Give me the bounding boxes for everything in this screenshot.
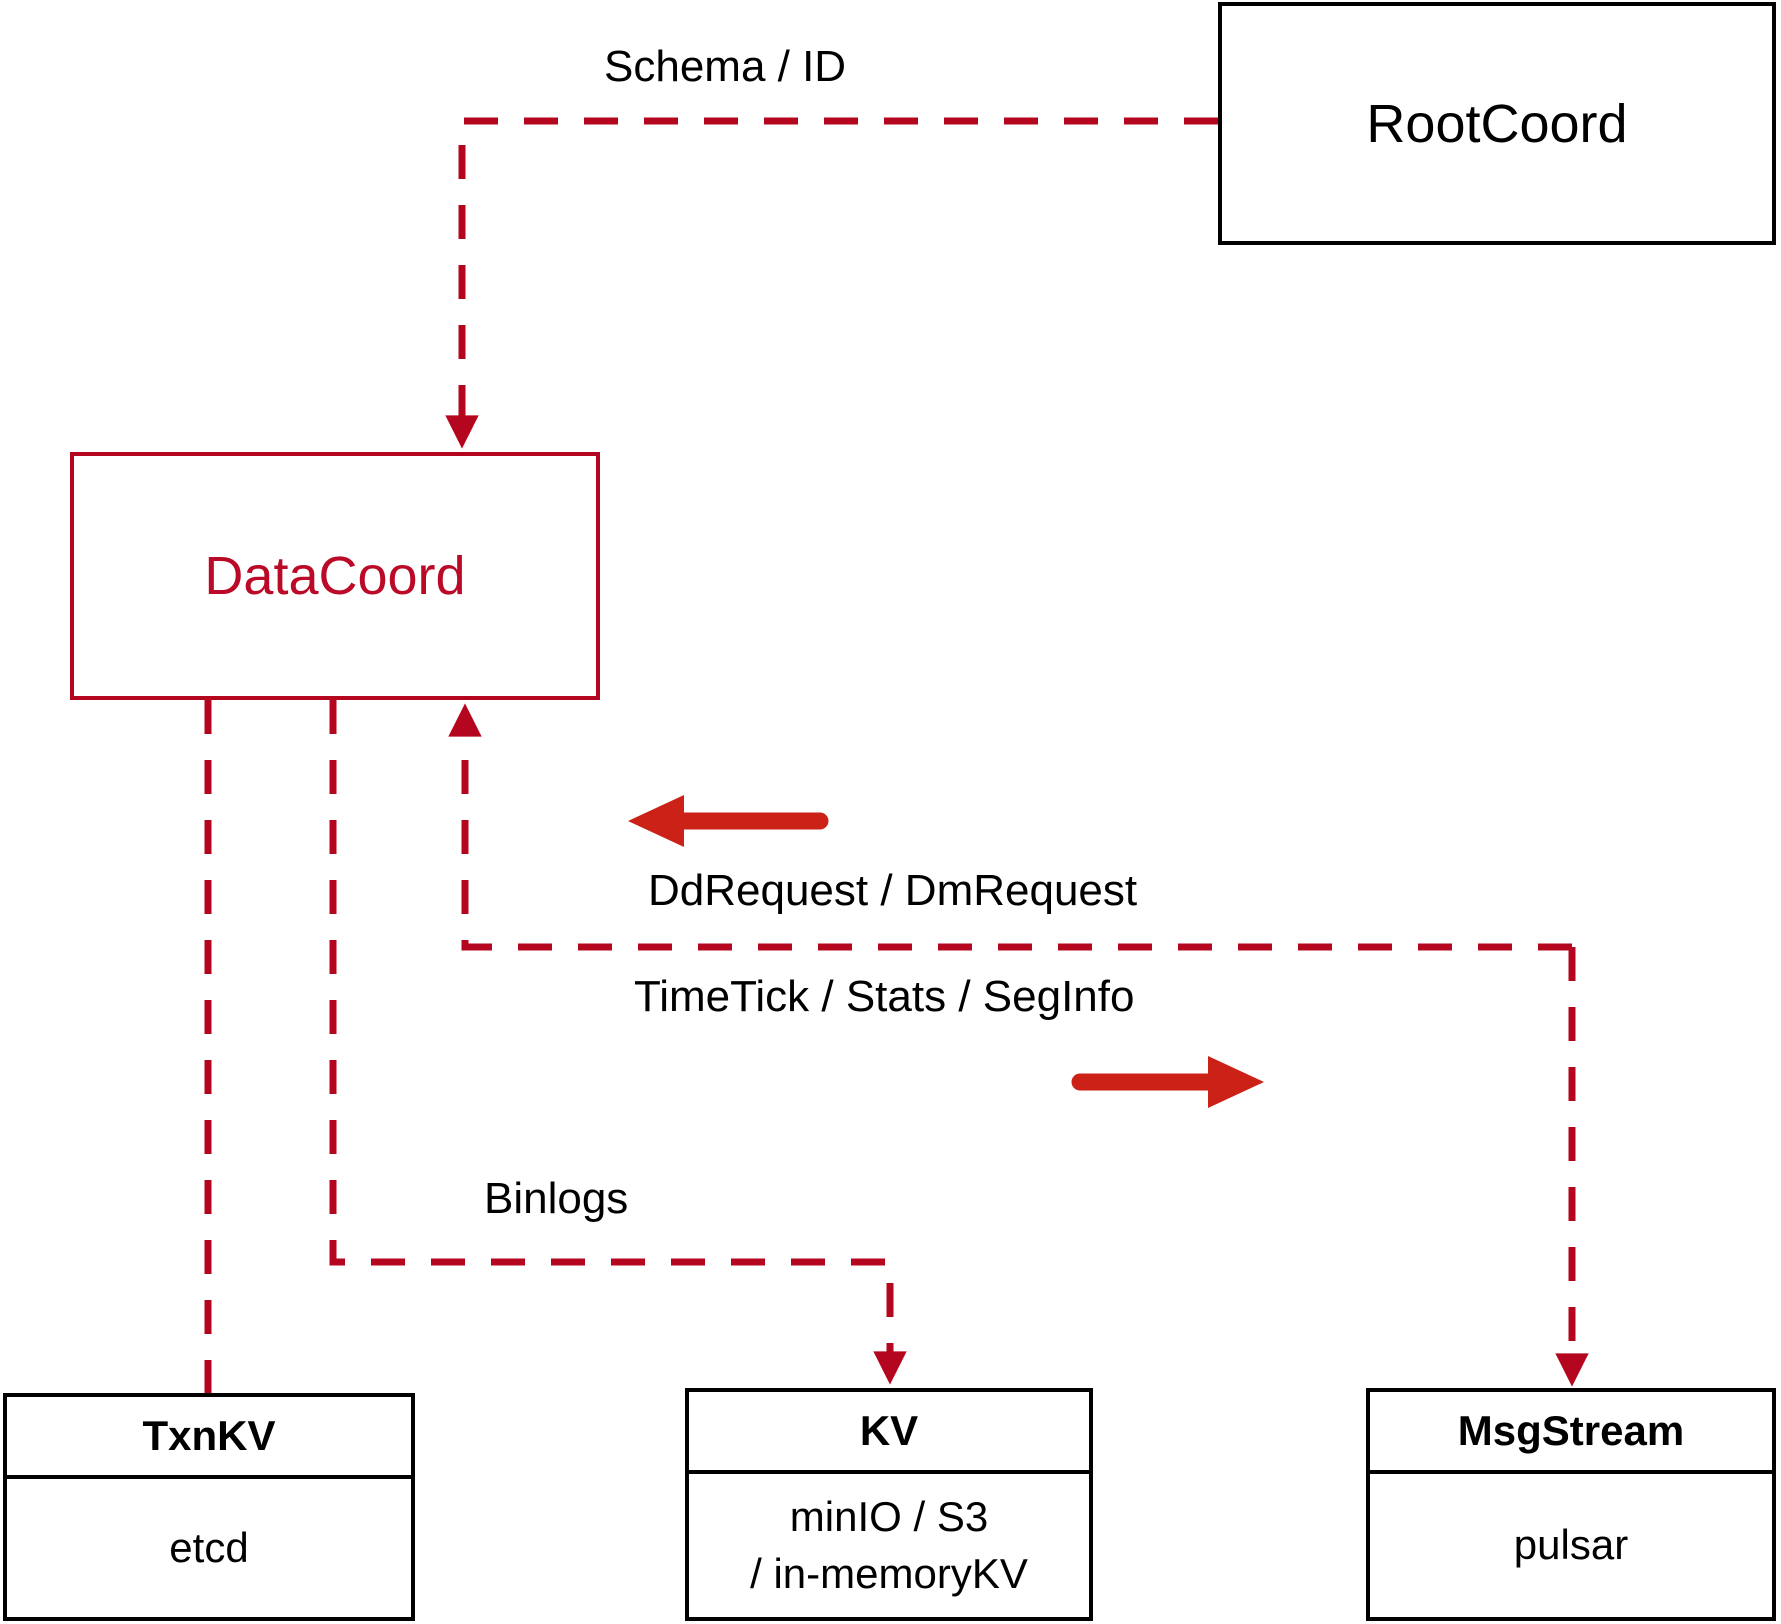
node-txnkv-header: TxnKV [7,1397,411,1479]
node-rootcoord-label: RootCoord [1366,93,1628,154]
node-kv-body: minIO / S3 / in-memoryKV [689,1474,1089,1617]
left-arrow-icon [628,795,829,847]
edge-label-timetick-stats-seginfo: TimeTick / Stats / SegInfo [634,972,1135,1021]
node-kv-body-line-1: minIO / S3 [789,1492,989,1540]
node-txnkv[interactable]: TxnKV etcd [3,1393,415,1621]
node-datacoord[interactable]: DataCoord [70,452,600,700]
edge-schema-id-line [445,117,1218,449]
node-msgstream-body-line-1: pulsar [1513,1521,1629,1569]
edge-binlogs-line [329,700,907,1385]
node-msgstream-header: MsgStream [1370,1392,1772,1474]
node-txnkv-body: etcd [7,1479,411,1617]
node-kv-body-line-2: / in-memoryKV [750,1549,1028,1597]
node-txnkv-body-line-1: etcd [169,1523,249,1571]
node-msgstream-body: pulsar [1370,1474,1772,1617]
node-kv-header: KV [689,1392,1089,1474]
edge-label-ddrequest-dmrequest: DdRequest / DmRequest [648,866,1138,915]
edge-label-schema-id: Schema / ID [604,42,847,91]
node-kv[interactable]: KV minIO / S3 / in-memoryKV [685,1388,1093,1621]
node-datacoord-label: DataCoord [204,546,466,606]
node-msgstream[interactable]: MsgStream pulsar [1366,1388,1776,1621]
edge-label-binlogs: Binlogs [484,1174,629,1223]
node-rootcoord[interactable]: RootCoord [1218,2,1776,245]
right-arrow-icon [1071,1056,1264,1108]
